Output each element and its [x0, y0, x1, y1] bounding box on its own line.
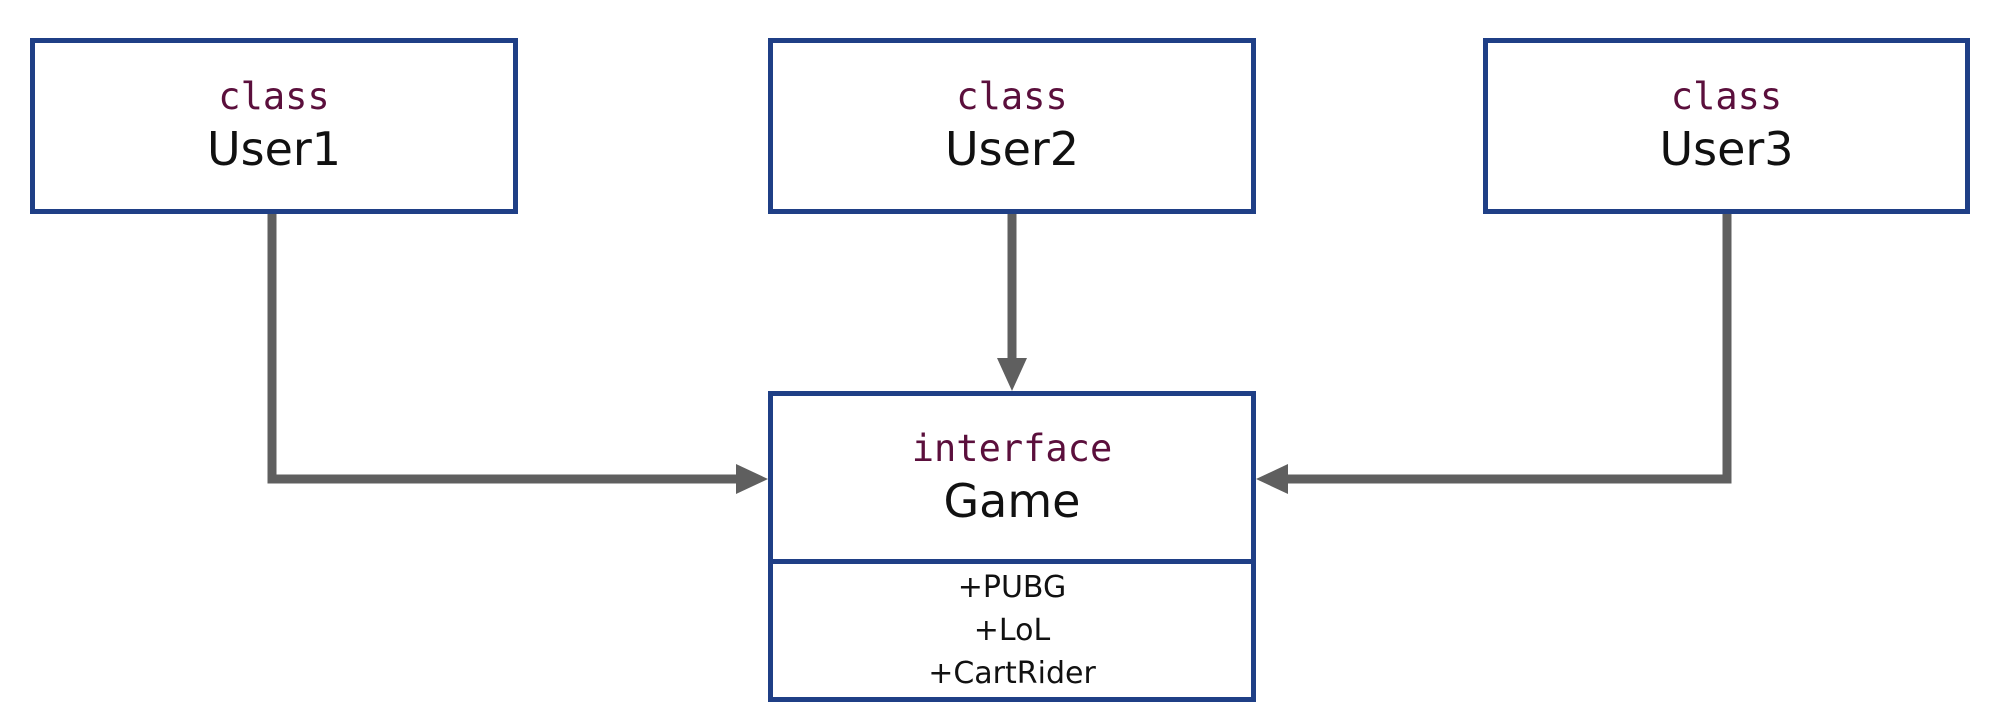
interface-name: Game	[943, 473, 1081, 528]
interface-member: +CartRider	[928, 656, 1096, 691]
interface-keyword: interface	[911, 426, 1113, 470]
class-box-user3: class User3	[1483, 38, 1970, 214]
connector-user3-to-game	[1256, 214, 1732, 494]
connector-user1-to-game	[267, 214, 768, 494]
connector-line	[267, 214, 740, 484]
class-name: User2	[944, 122, 1080, 176]
class-keyword: class	[1670, 75, 1783, 118]
interface-member: +PUBG	[957, 570, 1067, 605]
class-keyword: class	[956, 75, 1068, 118]
class-name: User1	[206, 122, 342, 176]
arrowhead	[1256, 464, 1288, 494]
class-keyword: class	[218, 75, 330, 118]
interface-box-game: interface Game +PUBG +LoL +CartRider	[768, 391, 1256, 702]
class-name: User3	[1659, 122, 1794, 176]
class-box-user1: class User1	[30, 38, 518, 214]
arrowhead	[736, 464, 768, 494]
interface-member: +LoL	[973, 613, 1051, 648]
connector-line	[1284, 214, 1732, 484]
arrowhead	[997, 358, 1027, 391]
interface-header: interface Game	[773, 396, 1251, 559]
connector-user2-to-game	[997, 214, 1027, 391]
interface-divider	[773, 559, 1251, 564]
interface-members: +PUBG +LoL +CartRider	[773, 564, 1251, 697]
class-box-user2: class User2	[768, 38, 1256, 214]
